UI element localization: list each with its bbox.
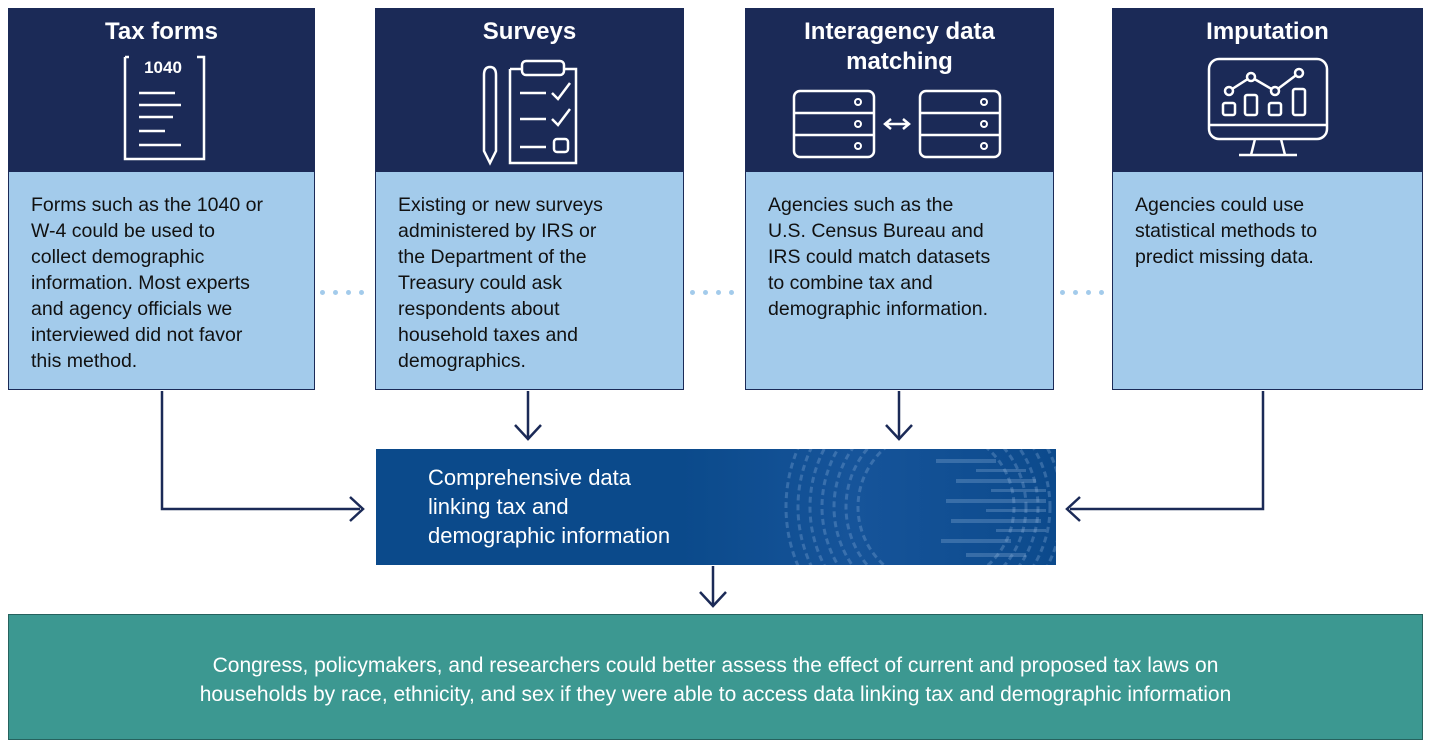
arrow-head [699,591,727,608]
dotted-connector [690,282,742,295]
card-header: Imputation [1113,9,1422,172]
text-line: household taxes and [398,324,578,346]
arrow-head [514,424,542,441]
card-imputation: Imputation Agencies could use statistica… [1112,8,1423,390]
text-line: demographics. [398,350,526,372]
card-tax-forms: Tax forms 1040 Forms such as the 1040 or… [8,8,315,390]
center-text: Comprehensive data linking tax and demog… [428,463,670,550]
text-line: information. Most experts [31,272,250,294]
connector-arrow [1070,391,1265,511]
tax-form-icon: 1040 [123,55,206,161]
comprehensive-data-box: Comprehensive data linking tax and demog… [376,449,1056,565]
card-header: Tax forms 1040 [9,9,314,172]
text-line: Agencies such as the [768,194,954,216]
dotted-connector [1060,282,1112,295]
card-interagency-data-matching: Interagency data matching Agencies such … [745,8,1054,390]
outcome-box: Congress, policymakers, and researchers … [8,614,1423,740]
text-line: the Department of the [398,246,587,268]
arrow-head [885,424,913,441]
text-line: Comprehensive data [428,465,632,490]
text-line: demographic information. [768,298,989,320]
text-line: Agencies could use [1135,194,1305,216]
text-line: statistical methods to [1135,220,1318,242]
text-line: collect demographic [31,246,205,268]
text-line: Forms such as the 1040 or [31,194,263,216]
text-line: IRS could match datasets [768,246,991,268]
text-line: households by race, ethnicity, and sex i… [199,683,1232,706]
text-line: demographic information [428,523,671,548]
card-description: Agencies could use statistical methods t… [1113,172,1422,389]
text-line: respondents about [398,298,560,320]
text-line: Existing or new surveys [398,194,603,216]
data-arc-graphic [784,449,1056,565]
text-line: this method. [31,350,138,372]
text-line: predict missing data. [1135,246,1314,268]
monitor-chart-icon [1207,57,1329,157]
card-description: Forms such as the 1040 or W-4 could be u… [9,172,314,389]
card-title-line: Interagency data [804,18,995,45]
card-title: Surveys [482,18,577,45]
text-line: Treasury could ask [398,272,563,294]
card-description: Agencies such as the U.S. Census Bureau … [746,172,1053,389]
text-line: U.S. Census Bureau and [768,220,984,242]
text-line: Congress, policymakers, and researchers … [212,654,1219,677]
card-header: Interagency data matching [746,9,1053,172]
card-header: Surveys [376,9,683,172]
text-line: linking tax and [428,494,569,519]
server-exchange-icon [792,89,1002,159]
text-line: administered by IRS or [398,220,597,242]
card-title-line: matching [846,48,953,75]
card-surveys: Surveys Existing or new surveys administ… [375,8,684,390]
card-title: Tax forms [105,18,218,45]
arrow-head [349,496,365,522]
arrow-head [1065,496,1081,522]
text-line: to combine tax and [768,272,933,294]
card-title: Interagency data matching [746,17,1053,77]
card-title: Imputation [1206,18,1329,45]
text-line: W-4 could be used to [31,220,215,242]
card-description: Existing or new surveys administered by … [376,172,683,389]
clipboard-survey-icon [482,59,578,166]
text-line: interviewed did not favor [31,324,243,346]
text-line: and agency officials we [31,298,233,320]
form-number-text: 1040 [144,58,182,77]
dotted-connector [320,282,372,295]
connector-arrow [160,391,360,511]
